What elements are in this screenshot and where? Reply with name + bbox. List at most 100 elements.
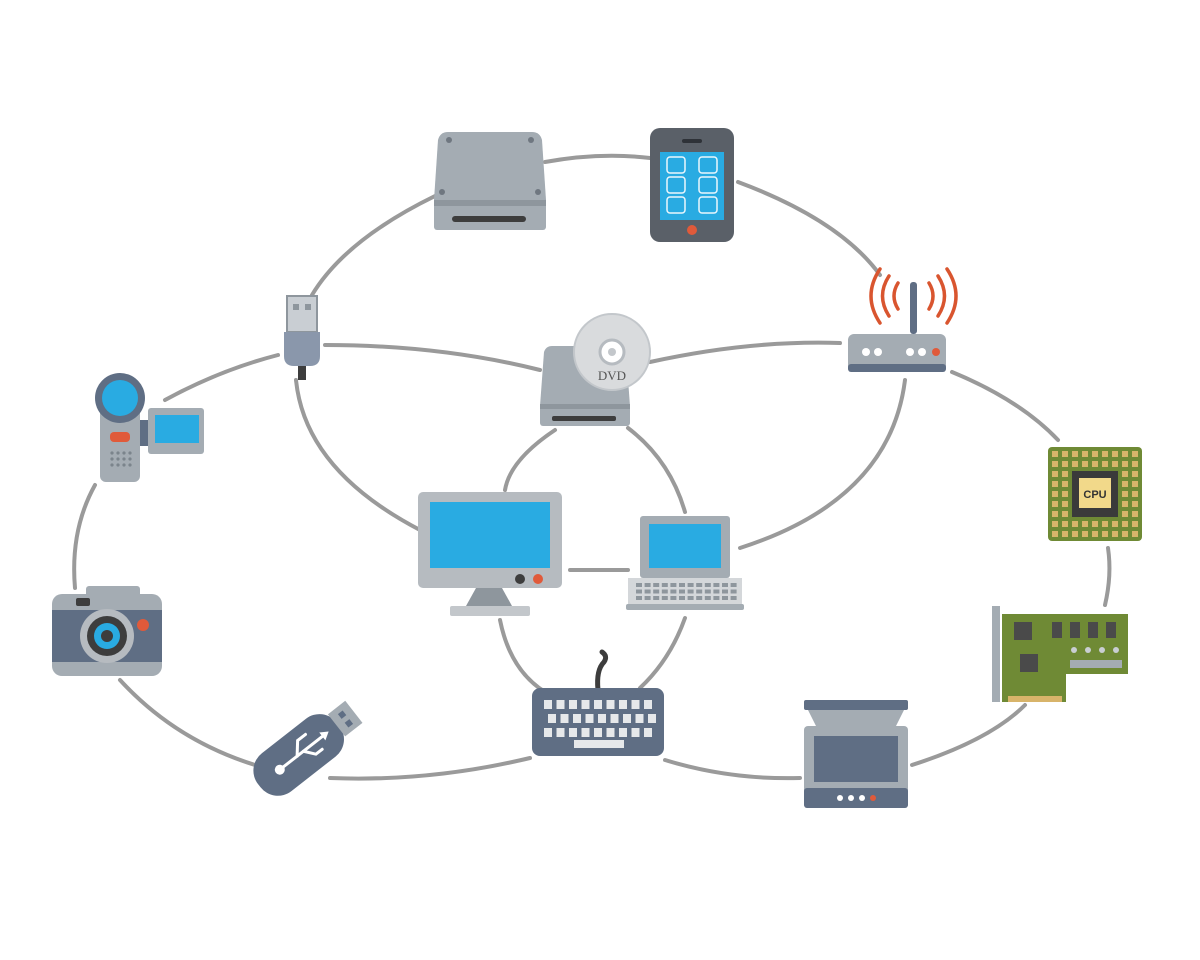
cpu-pin <box>1122 491 1128 497</box>
cpu-pin <box>1072 461 1078 467</box>
cpu-label: CPU <box>1083 489 1106 501</box>
cpu-pin <box>1052 461 1058 467</box>
laptop-key <box>653 583 660 587</box>
cpu-pin <box>1072 521 1078 527</box>
laptop-key <box>704 589 711 594</box>
cpu-pin <box>1122 501 1128 507</box>
connector-usb-to-dvd <box>323 343 542 372</box>
laptop-key <box>704 583 711 587</box>
cpu-pin <box>1102 521 1108 527</box>
cpu-pin <box>1132 451 1138 457</box>
cpu-pin <box>1082 461 1088 467</box>
connector-laptop-to-keyboard <box>638 616 687 690</box>
desktop-monitor-icon <box>418 492 562 616</box>
laptop-key <box>722 589 728 594</box>
keyboard-key <box>544 700 552 709</box>
keyboard-key <box>619 728 627 737</box>
cpu-pin <box>1052 521 1058 527</box>
cpu-pin <box>1062 501 1068 507</box>
laptop-key <box>636 583 642 587</box>
laptop-key <box>722 596 728 600</box>
cpu-pin <box>1052 471 1058 477</box>
laptop-key <box>653 589 660 594</box>
dvd-drive-icon: DVD <box>540 313 651 426</box>
video-camera-icon <box>95 373 204 482</box>
laptop-key <box>661 589 668 594</box>
photo-camera-icon <box>52 586 162 676</box>
laptop-key <box>730 596 737 600</box>
laptop-key <box>730 583 737 587</box>
keyboard-key <box>606 728 615 737</box>
cpu-pin <box>1112 461 1118 467</box>
connector-keyboard-to-scanner <box>663 758 802 781</box>
cpu-pin <box>1102 531 1108 537</box>
cpu-pin <box>1102 451 1108 457</box>
cpu-chip-icon: CPU <box>1048 447 1142 541</box>
laptop-key <box>713 583 720 587</box>
connector-card-to-cpu <box>1103 546 1112 607</box>
cpu-pin <box>1062 461 1068 467</box>
scanner-icon <box>804 700 908 808</box>
laptop-key <box>670 596 677 600</box>
connector-monitor-to-keyboard <box>498 618 547 694</box>
connector-usb-to-camcorder <box>163 353 280 402</box>
cpu-pin <box>1132 491 1138 497</box>
cpu-pin <box>1122 521 1128 527</box>
cpu-pin <box>1052 531 1058 537</box>
cpu-pin <box>1092 451 1098 457</box>
cpu-pin <box>1132 461 1138 467</box>
cpu-pin <box>1102 461 1108 467</box>
keyboard-key <box>556 700 565 709</box>
connector-drive-to-tablet <box>543 153 652 164</box>
keyboard-key <box>631 700 640 709</box>
tablet-icon <box>650 128 734 242</box>
keyboard-key <box>623 714 631 723</box>
cpu-pin <box>1082 521 1088 527</box>
laptop-key <box>670 583 677 587</box>
laptop-key <box>636 596 642 600</box>
keyboard-key <box>548 714 556 723</box>
laptop-key <box>679 589 685 594</box>
laptop-key <box>679 596 685 600</box>
keyboard-key <box>569 700 577 709</box>
laptop-key <box>696 589 703 594</box>
laptop-key <box>661 596 668 600</box>
laptop-key <box>670 589 677 594</box>
keyboard-key <box>573 714 581 723</box>
cpu-pin <box>1062 481 1068 487</box>
cpu-pin <box>1072 531 1078 537</box>
connector-router-to-laptop <box>738 378 907 550</box>
laptop-key <box>661 583 668 587</box>
laptop-key <box>679 583 685 587</box>
connector-drive-to-usb <box>310 194 437 297</box>
cpu-pin <box>1092 461 1098 467</box>
cpu-pin <box>1122 471 1128 477</box>
cpu-pin <box>1122 451 1128 457</box>
cpu-pin <box>1062 471 1068 477</box>
connector-flashdrive-to-keyboard <box>328 756 532 781</box>
cpu-pin <box>1092 531 1098 537</box>
keyboard-key <box>581 728 590 737</box>
cpu-pin <box>1122 511 1128 517</box>
cpu-pin <box>1132 511 1138 517</box>
cpu-pin <box>1112 521 1118 527</box>
cpu-pin <box>1132 521 1138 527</box>
cpu-pin <box>1132 481 1138 487</box>
laptop-key <box>636 589 642 594</box>
connector-usb-to-monitor <box>294 378 422 532</box>
laptop-key <box>653 596 660 600</box>
keyboard-spacebar <box>574 740 624 748</box>
keyboard-key <box>619 700 627 709</box>
keyboard-key <box>631 728 640 737</box>
keyboard-key <box>560 714 569 723</box>
keyboard-key <box>606 700 615 709</box>
usb-plug-icon <box>284 295 320 380</box>
keyboard-key <box>544 728 552 737</box>
cpu-pin <box>1062 511 1068 517</box>
connector-camcorder-to-camera <box>72 483 97 590</box>
connector-tablet-to-router <box>736 180 882 277</box>
laptop-key <box>713 596 720 600</box>
keyboard-key <box>585 714 594 723</box>
connector-camera-to-flashdrive <box>118 678 257 767</box>
